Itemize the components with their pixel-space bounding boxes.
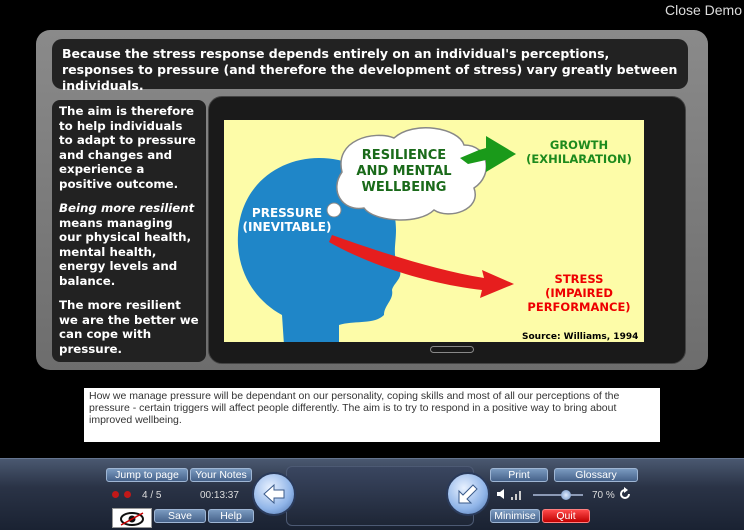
- side-paragraph-aim: The aim is therefore to help individuals…: [59, 104, 196, 191]
- jump-to-page-button[interactable]: Jump to page: [106, 468, 188, 482]
- side-paragraph-cope: The more resilient we are the better we …: [59, 298, 199, 356]
- caption-text: How we manage pressure will be dependant…: [84, 388, 660, 442]
- glossary-button[interactable]: Glossary: [554, 468, 638, 482]
- status-dot-1: [112, 491, 119, 498]
- navigation-panel: [286, 466, 474, 526]
- slide-intro-text: Because the stress response depends enti…: [52, 39, 688, 93]
- eye-icon: [120, 512, 144, 526]
- label-source: Source: Williams, 1994: [522, 332, 639, 342]
- side-italic-phrase: Being more resilient: [59, 201, 195, 215]
- save-button[interactable]: Save: [154, 509, 206, 523]
- volume-slider-handle[interactable]: [561, 490, 571, 500]
- thought-bubble-small: [326, 202, 342, 218]
- close-demo-button[interactable]: Close Demo: [664, 2, 742, 18]
- diagram-screen: PRESSURE (INEVITABLE) RESILIENCE AND MEN…: [224, 120, 644, 342]
- growth-arrow: [460, 136, 516, 172]
- side-paragraph-resilient: Being more resilient means managing our …: [59, 201, 199, 288]
- diagram-graphic: [237, 127, 516, 342]
- label-resilience: RESILIENCE AND MENTAL WELLBEING: [356, 148, 452, 195]
- left-arrow-icon: [263, 483, 285, 505]
- timer: 00:13:37: [200, 490, 239, 501]
- reload-icon[interactable]: [618, 487, 632, 501]
- side-paragraph-resilient-rest: means managing our physical health, ment…: [59, 215, 192, 288]
- forward-button[interactable]: [446, 472, 490, 516]
- thought-bubble: [336, 127, 488, 221]
- label-stress: STRESS (IMPAIRED PERFORMANCE): [527, 272, 631, 314]
- eye-toggle[interactable]: [112, 508, 152, 528]
- minimise-button[interactable]: Minimise: [490, 509, 540, 523]
- help-button[interactable]: Help: [208, 509, 254, 523]
- status-dot-2: [124, 491, 131, 498]
- down-left-arrow-icon: [458, 484, 478, 504]
- volume-level: 70 %: [592, 490, 615, 501]
- page-counter: 4 / 5: [142, 490, 162, 501]
- print-button[interactable]: Print: [490, 468, 548, 482]
- stress-arrow: [329, 235, 514, 298]
- volume-slider[interactable]: [533, 490, 583, 500]
- quit-button[interactable]: Quit: [542, 509, 590, 523]
- signal-bars-icon: [511, 491, 521, 500]
- your-notes-button[interactable]: Your Notes: [190, 468, 252, 482]
- back-button[interactable]: [252, 472, 296, 516]
- label-growth: GROWTH (EXHILARATION): [526, 138, 632, 166]
- side-text-panel: The aim is therefore to help individuals…: [52, 100, 206, 362]
- speaker-icon[interactable]: [496, 488, 510, 500]
- label-pressure: PRESSURE (INEVITABLE): [242, 206, 332, 234]
- tablet-home-button: [430, 346, 474, 353]
